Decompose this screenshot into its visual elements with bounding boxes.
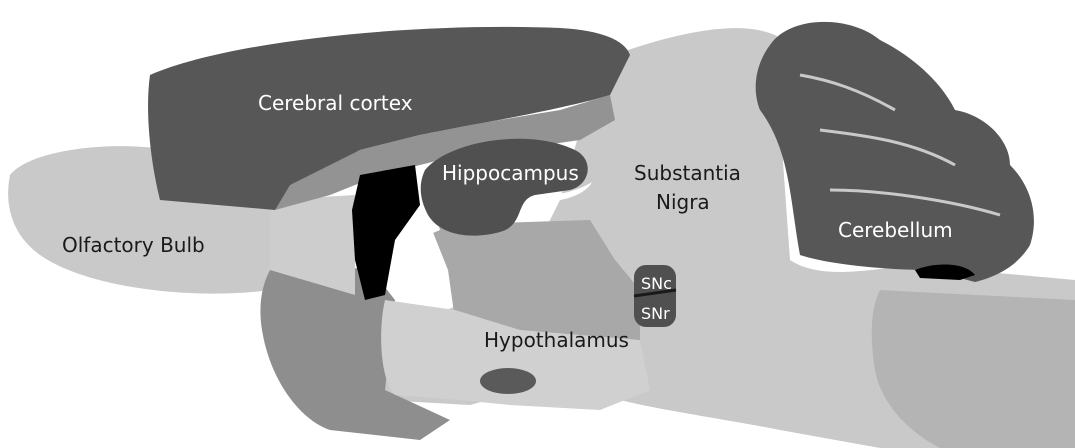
label-hippocampus: Hippocampus	[442, 161, 579, 185]
label-cerebral-cortex: Cerebral cortex	[258, 91, 413, 115]
label-olfactory-bulb: Olfactory Bulb	[62, 233, 205, 257]
region-small-oval	[480, 368, 536, 394]
label-cerebellum: Cerebellum	[838, 218, 953, 242]
label-snr: SNr	[641, 304, 670, 323]
label-hypothalamus: Hypothalamus	[484, 328, 629, 352]
label-substantia-nigra-line1: Substantia	[634, 161, 741, 185]
label-substantia-nigra-line2: Nigra	[656, 190, 710, 214]
region-cerebellum	[756, 22, 1034, 282]
label-snc: SNc	[641, 274, 672, 293]
